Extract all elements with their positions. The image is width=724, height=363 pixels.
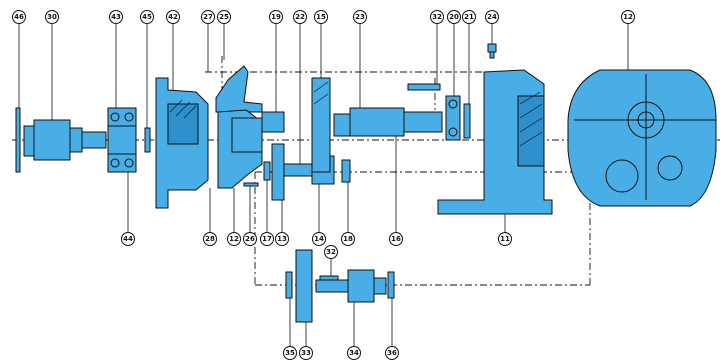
part-32-key	[407, 83, 441, 91]
callout-16: 16	[389, 232, 403, 246]
part-45-circlip	[144, 127, 151, 153]
callout-24: 24	[485, 10, 499, 24]
part-35-ring	[285, 271, 293, 299]
callout-30: 30	[45, 10, 59, 24]
callout-14: 14	[312, 232, 326, 246]
callout-36: 36	[385, 346, 399, 360]
part-21-seal	[463, 103, 471, 139]
callout-33-text: 33	[301, 349, 311, 357]
part-24-screw	[487, 43, 497, 59]
callout-28-text: 28	[205, 235, 215, 243]
callout-27: 27	[201, 10, 215, 24]
callout-36-text: 36	[387, 349, 397, 357]
callout-17-text: 17	[262, 235, 272, 243]
callout-35: 35	[283, 346, 297, 360]
callout-25-text: 25	[219, 13, 229, 21]
part-22-shaft	[283, 163, 315, 177]
callout-27-text: 27	[203, 13, 213, 21]
callout-24-text: 24	[487, 13, 497, 21]
callout-43-text: 43	[111, 13, 121, 21]
callout-14-text: 14	[314, 235, 324, 243]
callout-19-text: 19	[271, 13, 281, 21]
part-33-gear	[295, 249, 313, 323]
callout-32-lower: 32	[324, 245, 338, 259]
callout-28: 28	[203, 232, 217, 246]
callout-32-top: 32	[430, 10, 444, 24]
callout-20: 20	[447, 10, 461, 24]
callout-15-text: 15	[316, 13, 326, 21]
callout-12-mid: 12	[227, 232, 241, 246]
callout-20-text: 20	[449, 13, 459, 21]
part-34-shaft	[315, 269, 387, 303]
callout-30-text: 30	[47, 13, 57, 21]
part-20-bearing	[445, 95, 461, 141]
callout-13-text: 13	[277, 235, 287, 243]
callout-45: 45	[140, 10, 154, 24]
part-42-flange	[155, 77, 209, 209]
callout-15: 15	[314, 10, 328, 24]
part-12-end-cover	[567, 69, 717, 207]
callout-26-text: 26	[245, 235, 255, 243]
part-15-gear	[311, 77, 331, 173]
callout-19: 19	[269, 10, 283, 24]
callout-23: 23	[353, 10, 367, 24]
callout-46: 46	[12, 10, 26, 24]
part-13-gear	[271, 143, 285, 201]
callout-44-text: 44	[123, 235, 133, 243]
callout-11-text: 11	[500, 235, 510, 243]
callout-34-text: 34	[349, 349, 359, 357]
callout-46-text: 46	[14, 13, 24, 21]
leader-lines	[18, 24, 629, 346]
callout-42: 42	[166, 10, 180, 24]
callout-21-text: 21	[464, 13, 474, 21]
part-26-pin	[243, 182, 259, 187]
callout-21: 21	[462, 10, 476, 24]
callout-35-text: 35	[285, 349, 295, 357]
callout-22-text: 22	[295, 13, 305, 21]
part-30-input-shaft	[23, 119, 107, 161]
callout-25: 25	[217, 10, 231, 24]
part-18-spacer	[341, 159, 351, 183]
callout-44: 44	[121, 232, 135, 246]
callout-42-text: 42	[168, 13, 178, 21]
callout-16-text: 16	[391, 235, 401, 243]
callout-18: 18	[341, 232, 355, 246]
callout-17: 17	[260, 232, 274, 246]
callout-13: 13	[275, 232, 289, 246]
callout-43: 43	[109, 10, 123, 24]
part-19-bushing	[261, 111, 285, 133]
callout-33: 33	[299, 346, 313, 360]
callout-12-top: 12	[621, 10, 635, 24]
part-11-housing	[437, 69, 553, 215]
callout-labels: 46 30 43 45 42 27 25 19 22 15 23 32 20 2…	[12, 10, 635, 360]
part-17-spacer	[263, 161, 271, 181]
callout-26: 26	[243, 232, 257, 246]
callout-22: 22	[293, 10, 307, 24]
callout-32-top-text: 32	[432, 13, 442, 21]
callout-32-lower-text: 32	[326, 248, 336, 256]
part-12-cover	[217, 109, 263, 189]
part-46-washer	[15, 107, 21, 173]
part-43-bearing	[107, 107, 137, 173]
callout-12-mid-text: 12	[229, 235, 239, 243]
callout-45-text: 45	[142, 13, 152, 21]
callout-34: 34	[347, 346, 361, 360]
part-25-housing-arm	[215, 65, 263, 113]
callout-12-top-text: 12	[623, 13, 633, 21]
part-36-ring	[387, 271, 395, 299]
callout-11: 11	[498, 232, 512, 246]
part-23-output-shaft	[333, 107, 443, 137]
callout-18-text: 18	[343, 235, 353, 243]
callout-23-text: 23	[355, 13, 365, 21]
